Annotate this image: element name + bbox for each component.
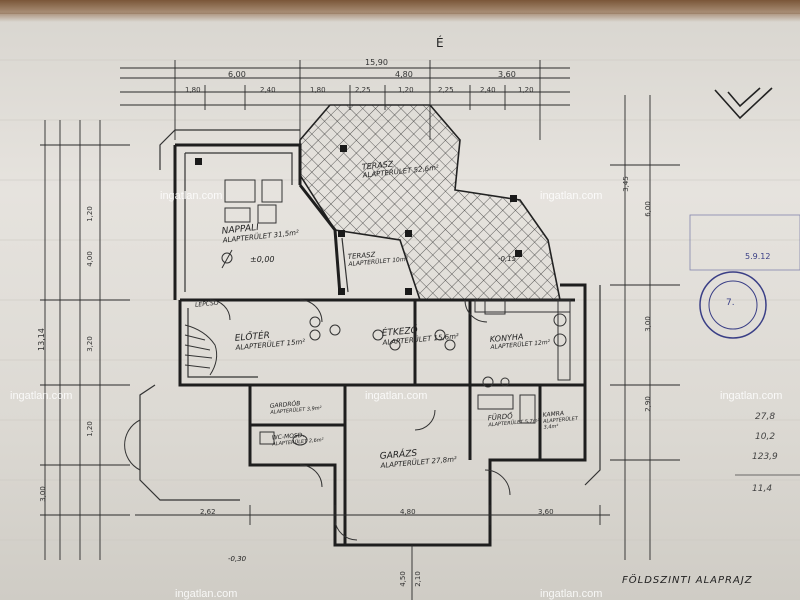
level-mark-terrace: -0,15: [498, 255, 517, 263]
dim-bottom-seg-1: 2,62: [200, 508, 216, 516]
dim-top-fine-4: 2,25: [355, 86, 371, 94]
level-mark-ground: ±0,00: [250, 255, 275, 264]
dim-top-seg-3: 3,60: [498, 70, 516, 79]
dim-top-total: 15,90: [365, 58, 388, 67]
room-label-entry: ELŐTÉR ALAPTERÜLET 15m²: [234, 326, 325, 352]
dim-top-fine-3: 1,80: [310, 86, 326, 94]
dim-right-seg-3: 3,00: [643, 316, 652, 332]
room-label-terrace-small: TERASZ ALAPTERÜLET 10m²: [347, 247, 418, 268]
dimension-lines-right: [610, 95, 680, 560]
dim-top-fine-5: 1,20: [398, 86, 414, 94]
door-swings: [124, 299, 511, 541]
dim-top-seg-1: 6,00: [228, 70, 246, 79]
dim-bottom-seg-2: 4,80: [400, 508, 416, 516]
room-label-wardrobe: GARDRÓB ALAPTERÜLET 3,9m²: [270, 397, 336, 416]
watermark: ingatlan.com: [365, 390, 428, 402]
official-stamp: [689, 214, 800, 339]
room-label-terrace-large: TERASZ ALAPTERÜLET 52,6m²: [361, 153, 452, 179]
bathroom-fixtures: [259, 376, 536, 446]
living-furniture: [221, 179, 283, 269]
dim-bottom-vert-2: 2,10: [413, 571, 422, 587]
dim-left-total: 13,14: [36, 328, 46, 351]
dim-right-seg-1: 3,45: [621, 176, 630, 192]
room-label-kitchen: KONYHA ALAPTERÜLET 12m²: [489, 329, 560, 351]
dim-left-seg-5: 3,00: [38, 486, 47, 502]
dimension-lines-bottom: [135, 505, 610, 600]
paper-grid: [0, 59, 800, 541]
room-area: ALAPTERÜLET 3,4m²: [542, 415, 579, 431]
level-mark-entry: -0,30: [228, 555, 247, 563]
side-note-2: 10,2: [755, 432, 776, 442]
dim-top-fine-2: 2,40: [260, 86, 276, 94]
columns: [195, 145, 522, 295]
desk-edge: [0, 0, 800, 22]
plan-title: FÖLDSZINTI ALAPRAJZ: [622, 575, 753, 586]
dimension-lines-top: [120, 60, 570, 140]
kitchen-furniture: [309, 299, 571, 381]
dim-bottom-vert-1: 4,50: [398, 571, 407, 587]
inner-wall-lines: [139, 129, 601, 501]
side-note-4: 11,4: [752, 484, 773, 494]
room-name: LÉPCSŐ: [194, 299, 219, 309]
room-label-wc: WC-MOSD. ALAPTERÜLET 2,6m²: [272, 429, 333, 448]
dim-left-seg-2: 4,00: [85, 251, 94, 267]
room-label-pantry: KAMRA ALAPTERÜLET 3,4m²: [542, 408, 585, 431]
room-label-dining: ÉTKEZŐ ALAPTERÜLET 15,6m²: [381, 321, 472, 347]
watermark: ingatlan.com: [160, 190, 223, 202]
watermark: ingatlan.com: [175, 588, 238, 600]
watermark: ingatlan.com: [540, 588, 603, 600]
room-label-garage: GARÁZS ALAPTERÜLET 27,8m²: [379, 444, 470, 470]
dim-top-fine-8: 1,20: [518, 86, 534, 94]
dim-left-seg-4: 1,20: [85, 421, 94, 437]
north-label: É: [436, 36, 444, 50]
dimension-lines-left: [40, 120, 130, 560]
stamp-number: 7.: [726, 298, 735, 308]
dim-top-fine-6: 2,25: [438, 86, 454, 94]
dim-top-fine-1: 1,80: [185, 86, 201, 94]
room-label-bathroom: FÜRDŐ ALAPTERÜLET 5,7m²: [487, 410, 543, 428]
dim-left-seg-1: 1,20: [85, 206, 94, 222]
stamp-ref: 5.9.12: [745, 252, 771, 261]
dim-right-seg-2: 6,00: [643, 201, 652, 217]
dim-bottom-seg-3: 3,60: [538, 508, 554, 516]
room-label-stairs: LÉPCSŐ: [194, 298, 235, 309]
dim-left-seg-3: 3,20: [85, 336, 94, 352]
watermark: ingatlan.com: [10, 390, 73, 402]
outer-walls: [173, 143, 587, 547]
side-note-1: 27,8: [755, 412, 776, 422]
dim-right-seg-4: 2,90: [643, 396, 652, 412]
dim-top-fine-7: 2,40: [480, 86, 496, 94]
side-note-3: 123,9: [752, 452, 778, 462]
room-label-living: NAPPALI ALAPTERÜLET 31,5m²: [221, 217, 312, 245]
staircase: [184, 324, 218, 376]
north-arrow: [714, 87, 773, 120]
watermark: ingatlan.com: [540, 190, 603, 202]
watermark: ingatlan.com: [720, 390, 783, 402]
dim-top-seg-2: 4,80: [395, 70, 413, 79]
